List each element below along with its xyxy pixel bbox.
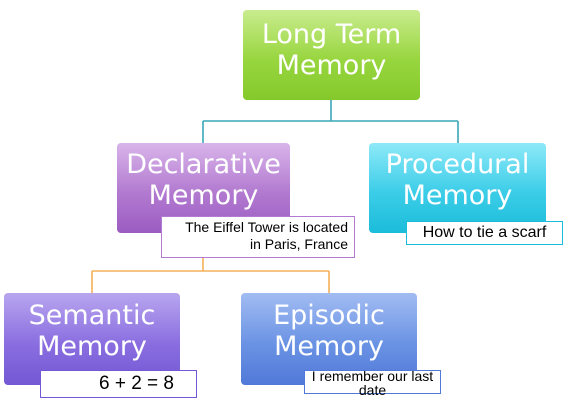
node-title-line-2: Memory <box>148 180 259 212</box>
connectors-top <box>202 100 459 143</box>
example-line-2: located in Paris, France <box>249 219 348 253</box>
node-title-line-2: Memory <box>274 331 384 363</box>
node-episodic-memory: Episodic Memory <box>241 293 417 385</box>
node-procedural-memory: Procedural Memory <box>369 143 546 233</box>
example-declarative: The Eiffel Tower is located in Paris, Fr… <box>161 216 355 258</box>
node-title-line-2: Memory <box>276 50 387 82</box>
example-text: How to tie a scarf <box>422 224 547 241</box>
example-line-1: I remember our <box>311 368 408 384</box>
example-episodic: I remember our last date <box>304 368 441 397</box>
node-title-line-1: Procedural <box>385 149 530 180</box>
node-title-line-1: Declarative <box>126 149 281 180</box>
example-procedural: How to tie a scarf <box>406 221 563 245</box>
node-title-line-1: Semantic <box>28 300 156 331</box>
node-long-term-memory: Long Term Memory <box>243 10 420 100</box>
node-title-line-2: Memory <box>37 331 147 363</box>
node-semantic-memory: Semantic Memory <box>4 293 180 385</box>
example-text: 6 + 2 = 8 <box>98 373 174 394</box>
node-title-line-2: Memory <box>402 180 513 212</box>
node-title-line-1: Long Term <box>261 19 402 50</box>
example-line-1: The Eiffel Tower is <box>185 219 299 235</box>
node-title-line-1: Episodic <box>273 300 385 331</box>
connectors-bottom <box>91 258 330 293</box>
example-line-2: last date <box>358 368 434 398</box>
example-semantic: 6 + 2 = 8 <box>40 370 197 398</box>
